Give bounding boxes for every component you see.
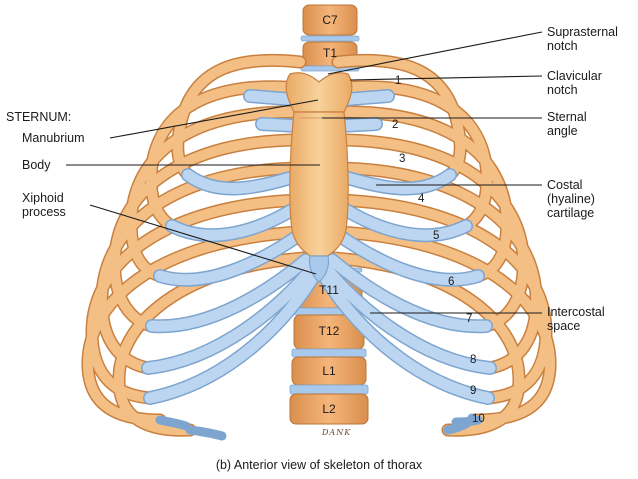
label-suprasternal-notch: Suprasternal notch: [547, 25, 618, 53]
label-sternal-angle: Sternal angle: [547, 110, 587, 138]
rib-number-10: 10: [472, 413, 485, 425]
costal-cartilages: [141, 89, 497, 405]
vertebra-c7-shape: [302, 4, 358, 36]
rib-number-1: 1: [395, 75, 402, 87]
rib-number-9: 9: [470, 385, 477, 397]
label-intercostal-space: Intercostal space: [547, 305, 605, 333]
vertebra-l2-shape: [289, 393, 369, 425]
label-costal-cartilage: Costal (hyaline) cartilage: [547, 178, 595, 220]
rib-number-4: 4: [418, 193, 425, 205]
vertebra-label-l1: L1: [322, 364, 336, 378]
label-body: Body: [22, 158, 51, 172]
label-clavicular-notch: Clavicular notch: [547, 69, 602, 97]
sternal-body-shape: [289, 111, 349, 257]
rib-number-8: 8: [470, 354, 477, 366]
leader-line-xiphoid: [89, 204, 317, 275]
sternum: [285, 72, 353, 283]
leader-line-clavicular: [349, 75, 543, 81]
rib-number-7: 7: [466, 313, 473, 325]
rib-number-2: 2: [392, 119, 399, 131]
intervertebral-disc: [300, 35, 360, 42]
ribs-bone: [81, 53, 557, 437]
vertebra-label-l2: L2: [322, 402, 336, 416]
label-manubrium: Manubrium: [22, 131, 85, 145]
vertebra-label-c7: C7: [322, 13, 338, 27]
leader-line-suprasternal: [327, 31, 543, 75]
rib-number-5: 5: [433, 230, 440, 242]
rib-number-6: 6: [448, 276, 455, 288]
intervertebral-disc: [289, 384, 369, 395]
vertebra-label-t1: T1: [322, 46, 337, 60]
manubrium-shape: [285, 72, 353, 113]
label-sternum-heading: STERNUM:: [6, 110, 72, 124]
xiphoid-shape: [308, 255, 330, 283]
vertebra-label-t12: T12: [318, 324, 340, 338]
leader-line-manubrium: [109, 99, 319, 139]
label-xiphoid-process: Xiphoid process: [22, 191, 66, 219]
artist-signature: DANK: [322, 428, 352, 437]
vertebra-label-t11: T11: [319, 283, 339, 297]
rib-tips: [155, 413, 483, 441]
rib-number-3: 3: [399, 153, 406, 165]
intervertebral-disc: [291, 348, 367, 358]
figure-caption: (b) Anterior view of skeleton of thorax: [215, 458, 423, 472]
leader-lines: [66, 31, 543, 314]
